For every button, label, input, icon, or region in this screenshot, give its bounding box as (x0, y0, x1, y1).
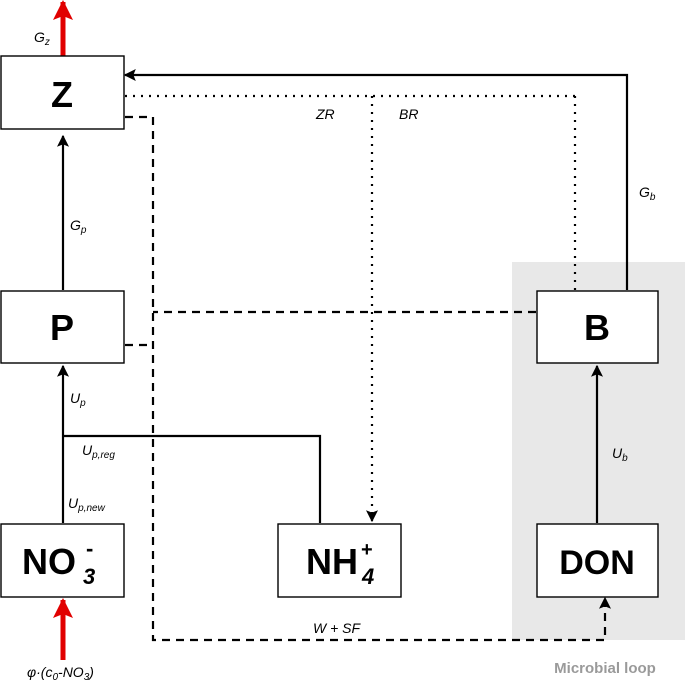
label-br: BR (399, 106, 418, 122)
label-ub: Ub (612, 445, 628, 464)
microbial-loop-label: Microbial loop (554, 660, 656, 677)
label-zr: ZR (315, 106, 335, 122)
label-up-new: Up,new (68, 495, 106, 514)
label-up: Up (70, 390, 86, 409)
box-b-label: B (584, 307, 610, 348)
box-nh4-sub: 4 (361, 564, 374, 589)
label-nitrate-input: φ·(c0-NO3) (27, 664, 94, 682)
up-reg-line (63, 434, 322, 523)
box-don: DON (536, 523, 659, 598)
label-gz: Gz (34, 29, 50, 48)
box-p: P (0, 290, 125, 364)
box-no3: NO - 3 (0, 523, 125, 598)
label-up-reg: Up,reg (82, 442, 115, 461)
label-gb: Gb (639, 184, 656, 203)
box-z-label: Z (51, 74, 73, 115)
box-nh4-label: NH (306, 541, 358, 582)
box-no3-sub: 3 (83, 564, 95, 589)
label-wsf: W + SF (313, 620, 362, 636)
box-b: B (536, 290, 659, 364)
box-no3-sup: - (86, 536, 93, 561)
box-no3-label: NO (22, 541, 76, 582)
box-nh4-sup: + (361, 539, 373, 561)
box-nh4: NH + 4 (277, 523, 402, 598)
label-gp: Gp (70, 217, 87, 236)
box-p-label: P (50, 307, 74, 348)
gb-arrow (123, 69, 629, 290)
z-detritus-dashed (125, 115, 611, 642)
box-don-label: DON (559, 544, 635, 582)
box-z: Z (0, 55, 125, 130)
